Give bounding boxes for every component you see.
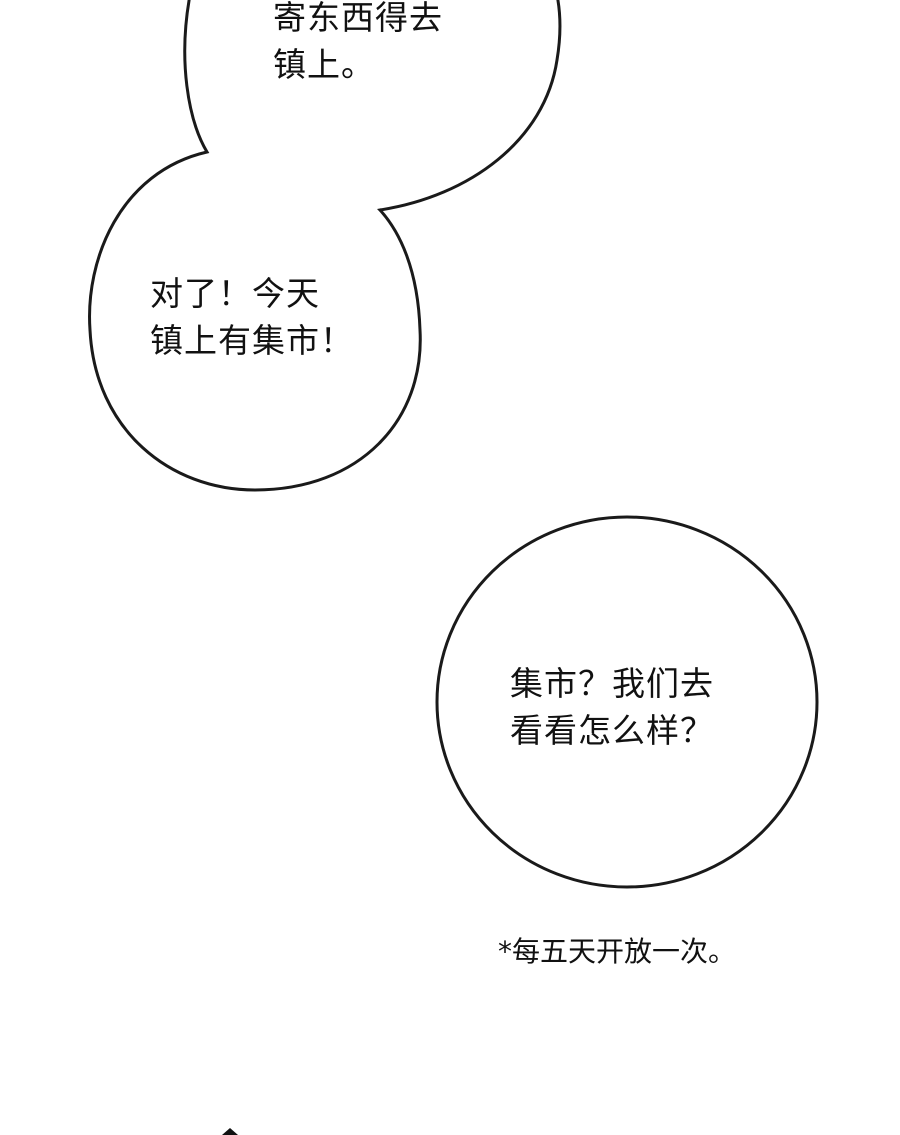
footnote: *每五天开放一次。	[498, 935, 737, 968]
bubble-1-line-1: 寄东西得去	[273, 0, 443, 37]
bubble-1-text: 寄东西得去 镇上。	[273, 0, 443, 88]
bubble-3-line-1: 集市？我们去	[510, 664, 714, 703]
bubble-2-line-1: 对了！今天	[150, 274, 320, 313]
partial-figure-tip	[222, 1128, 238, 1135]
bubble-2-text: 对了！今天 镇上有集市！	[150, 270, 354, 364]
bubble-3-text: 集市？我们去 看看怎么样？	[510, 660, 714, 754]
bubble-1-line-2: 镇上。	[273, 45, 375, 84]
speech-bubble-double	[88, 0, 562, 492]
bubble-3-line-2: 看看怎么样？	[510, 711, 714, 750]
speech-bubble-round	[435, 515, 819, 889]
bubble-2-line-2: 镇上有集市！	[150, 321, 354, 360]
